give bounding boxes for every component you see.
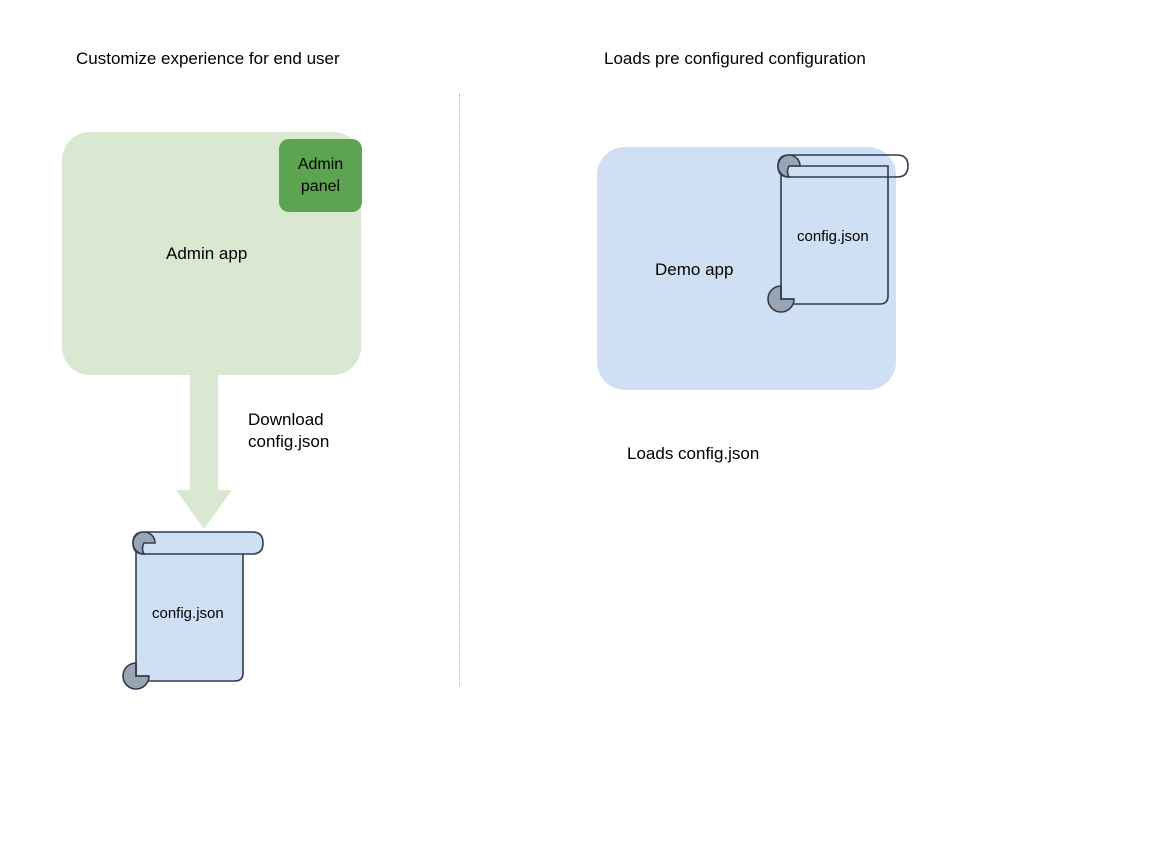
admin-panel-chip[interactable]: Admin panel	[279, 139, 362, 212]
admin-app-label: Admin app	[166, 244, 248, 263]
config-json-document-left-label: config.json	[152, 605, 224, 622]
download-arrow-icon	[176, 372, 232, 529]
loads-config-caption: Loads config.json	[627, 444, 760, 463]
left-section-title: Customize experience for end user	[76, 49, 340, 68]
demo-app-label: Demo app	[655, 260, 734, 279]
demo-app-box	[597, 147, 896, 390]
admin-panel-label-line2: panel	[300, 177, 341, 195]
config-json-document-right-label: config.json	[797, 228, 869, 245]
section-divider	[459, 94, 460, 686]
download-arrow-label: Download config.json	[248, 409, 329, 453]
right-section-title: Loads pre configured configuration	[604, 49, 866, 68]
config-json-document-right[interactable]	[765, 150, 915, 313]
admin-panel-label: Admin panel	[298, 154, 343, 198]
config-json-document-left[interactable]	[120, 527, 270, 690]
download-arrow-label-line1: Download	[248, 410, 324, 429]
download-arrow-label-line2: config.json	[248, 432, 330, 451]
admin-panel-label-line1: Admin	[297, 155, 344, 173]
